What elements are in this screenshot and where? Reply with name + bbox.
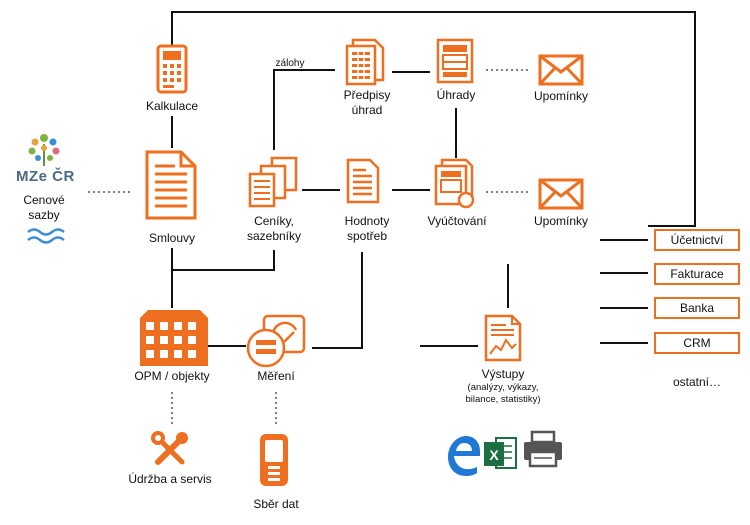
edge-label-zalohy: zálohy — [275, 58, 305, 69]
excel-icon: X — [484, 437, 517, 469]
dotted-lines — [88, 69, 528, 424]
consumption-values-icon — [346, 158, 380, 204]
node-sber-dat: Sběr dat — [253, 497, 299, 511]
node-vystupy-detail-line2: bilance, statistiky) — [465, 394, 541, 405]
output-crm: CRM — [654, 332, 740, 354]
building-icon — [140, 310, 208, 366]
ministry-logo-icon — [28, 134, 60, 166]
node-predpisy-line2: úhrad — [351, 103, 383, 117]
meter-icon — [246, 314, 306, 368]
node-predpisy: Předpisy úhrad — [344, 88, 391, 118]
node-opm: OPM / objekty — [134, 369, 210, 383]
mze-caption: Cenové sazby — [23, 193, 64, 223]
node-ceniky-line2: sazebníky — [246, 229, 302, 243]
tools-icon — [151, 431, 188, 465]
svg-text:X: X — [489, 447, 499, 463]
node-ceniky: Ceníky, sazebníky — [247, 214, 301, 244]
connector-lines — [171, 11, 696, 349]
node-upominky-top: Upomínky — [533, 89, 589, 103]
output-fakturace: Fakturace — [654, 263, 740, 285]
mze-logo-text: MZe ČR — [16, 168, 75, 185]
node-ceniky-line1: Ceníky, — [254, 214, 294, 228]
node-kalkulace: Kalkulace — [145, 99, 199, 113]
contract-document-icon — [145, 150, 197, 220]
billing-icon — [434, 158, 475, 209]
node-upominky-mid: Upomínky — [533, 214, 589, 228]
outputs-report-icon — [484, 314, 522, 362]
payments-icon — [436, 38, 474, 84]
node-udrzba: Údržba a servis — [128, 472, 212, 486]
node-hodnoty: Hodnoty spotřeb — [345, 214, 390, 244]
envelope-icon — [538, 54, 584, 86]
node-vystupy: Výstupy — [481, 367, 525, 381]
node-vyuctovani: Vyúčtování — [427, 214, 487, 228]
payment-schedule-icon — [345, 38, 385, 86]
calculator-icon — [156, 44, 188, 94]
node-smlouvy: Smlouvy — [148, 231, 196, 245]
mze-caption-line2: sazby — [28, 208, 60, 222]
mobile-device-icon — [260, 434, 288, 486]
output-ostatni: ostatní… — [672, 375, 722, 389]
water-waves-icon — [27, 228, 65, 244]
node-predpisy-line1: Předpisy — [343, 88, 391, 102]
printer-icon — [524, 430, 562, 468]
node-hodnoty-line1: Hodnoty — [344, 214, 390, 228]
node-uhrady: Úhrady — [436, 88, 476, 102]
output-banka: Banka — [654, 297, 740, 319]
edge-browser-icon — [448, 436, 480, 476]
envelope-icon — [538, 178, 584, 210]
node-hodnoty-line2: spotřeb — [346, 229, 388, 243]
node-vystupy-detail: (analýzy, výkazy, bilance, statistiky) — [466, 382, 541, 406]
node-vystupy-detail-line1: (analýzy, výkazy, — [467, 382, 539, 393]
mze-caption-line1: Cenové — [23, 193, 65, 207]
price-lists-icon — [248, 156, 298, 208]
node-mereni: Měření — [257, 369, 295, 383]
output-ucetnictvi: Účetnictví — [654, 229, 740, 251]
